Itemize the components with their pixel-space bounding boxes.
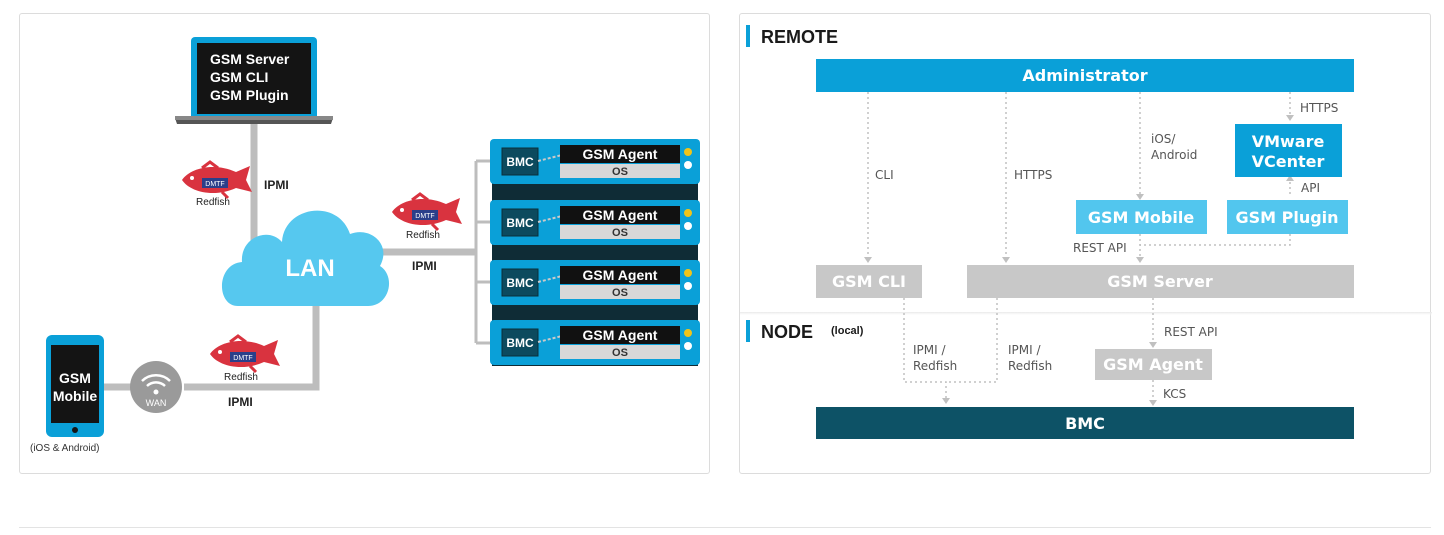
agent-label: GSM Agent — [583, 146, 658, 162]
vmware-line-1: VMware — [1252, 132, 1325, 151]
https-right-label: HTTPS — [1300, 101, 1338, 115]
bmc-label: BMC — [1065, 414, 1105, 433]
vmware-line-2: VCenter — [1252, 152, 1325, 171]
administrator-box: Administrator — [816, 59, 1354, 92]
ipmi-label-1: IPMI — [264, 178, 289, 192]
gsm-agent-label: GSM Agent — [1103, 355, 1203, 374]
bmc-label: BMC — [506, 276, 534, 290]
ipmi-redfish-1-line2: Redfish — [913, 359, 957, 373]
wan-lan-line — [184, 304, 320, 391]
server-unit: BMC GSM Agent OS — [490, 139, 700, 184]
bmc-box: BMC — [816, 407, 1354, 439]
bmc-label: BMC — [506, 216, 534, 230]
network-topology-panel: GSM Server GSM CLI GSM Plugin DMTF Redfi… — [19, 13, 710, 474]
agent-label: GSM Agent — [583, 267, 658, 283]
redfish-label-2: Redfish — [406, 230, 440, 241]
gsm-server-box: GSM Server — [967, 265, 1354, 298]
connector-labels: CLI HTTPS iOS/ Android HTTPS API REST AP… — [875, 101, 1338, 401]
dmtf-label-1: DMTF — [205, 181, 224, 188]
redfish-logo-3: DMTF Redfish — [210, 334, 280, 383]
administrator-label: Administrator — [1022, 66, 1147, 85]
kcs-label: KCS — [1163, 387, 1186, 401]
ipmi-label-3: IPMI — [228, 395, 253, 409]
server-unit: BMC GSM Agent OS — [490, 260, 700, 305]
ipmi-redfish-2-line1: IPMI / — [1008, 343, 1041, 357]
phone-icon: GSM Mobile — [46, 335, 104, 437]
remote-title: REMOTE — [761, 27, 838, 47]
cli-label: CLI — [875, 168, 894, 182]
gsm-plugin-label: GSM Plugin — [1235, 208, 1338, 227]
bmc-label: BMC — [506, 155, 534, 169]
gsm-mobile-label: GSM Mobile — [1088, 208, 1194, 227]
phone-caption: (iOS & Android) — [30, 443, 99, 454]
os-label: OS — [612, 227, 628, 239]
laptop-line-2: GSM CLI — [210, 69, 268, 85]
gsm-server-label: GSM Server — [1107, 272, 1213, 291]
os-label: OS — [612, 287, 628, 299]
redfish-label-3: Redfish — [224, 372, 258, 383]
wan-icon: WAN — [130, 361, 182, 413]
server-unit: BMC GSM Agent OS — [490, 320, 700, 365]
network-topology-diagram: GSM Server GSM CLI GSM Plugin DMTF Redfi… — [30, 37, 700, 454]
architecture-diagram: REMOTE NODE (local) Administrator VMware — [740, 25, 1432, 439]
architecture-panel: REMOTE NODE (local) Administrator VMware — [739, 13, 1432, 474]
dmtf-label-2: DMTF — [415, 213, 434, 220]
ipmi-redfish-2-line2: Redfish — [1008, 359, 1052, 373]
lan-cloud-icon: LAN — [221, 210, 390, 306]
api-label: API — [1301, 181, 1320, 195]
redfish-label-1: Redfish — [196, 197, 230, 208]
os-label: OS — [612, 166, 628, 178]
redfish-logo-2: DMTF Redfish — [392, 192, 462, 241]
rest-api-bottom-label: REST API — [1164, 325, 1218, 339]
phone-line-2: Mobile — [53, 388, 98, 404]
os-label: OS — [612, 347, 628, 359]
gsm-mobile-box: GSM Mobile — [1076, 200, 1207, 234]
https-left-label: HTTPS — [1014, 168, 1052, 182]
ipmi-redfish-1-line1: IPMI / — [913, 343, 946, 357]
rest-api-top-label: REST API — [1073, 241, 1127, 255]
server-unit: BMC GSM Agent OS — [490, 200, 700, 245]
lan-label: LAN — [285, 255, 334, 282]
arrowheads — [864, 115, 1294, 406]
agent-label: GSM Agent — [583, 207, 658, 223]
ios-label: iOS/ — [1151, 132, 1176, 146]
redfish-logo-1: DMTF Redfish — [182, 160, 252, 208]
ipmi-label-2: IPMI — [412, 259, 437, 273]
dmtf-label-3: DMTF — [233, 355, 252, 362]
bmc-label: BMC — [506, 336, 534, 350]
gsm-agent-box: GSM Agent — [1095, 349, 1212, 380]
phone-line-1: GSM — [59, 370, 91, 386]
gsm-plugin-box: GSM Plugin — [1227, 200, 1348, 234]
vmware-vcenter-box: VMware VCenter — [1235, 124, 1342, 177]
laptop-icon: GSM Server GSM CLI GSM Plugin — [175, 37, 333, 124]
android-label: Android — [1151, 148, 1197, 162]
bottom-divider — [19, 527, 1431, 528]
laptop-line-3: GSM Plugin — [210, 87, 289, 103]
node-suffix: (local) — [831, 325, 864, 337]
wan-label: WAN — [146, 398, 167, 408]
laptop-line-1: GSM Server — [210, 51, 290, 67]
node-title: NODE — [761, 322, 813, 342]
gsm-cli-label: GSM CLI — [832, 272, 906, 291]
agent-label: GSM Agent — [583, 327, 658, 343]
gsm-cli-box: GSM CLI — [816, 265, 922, 298]
